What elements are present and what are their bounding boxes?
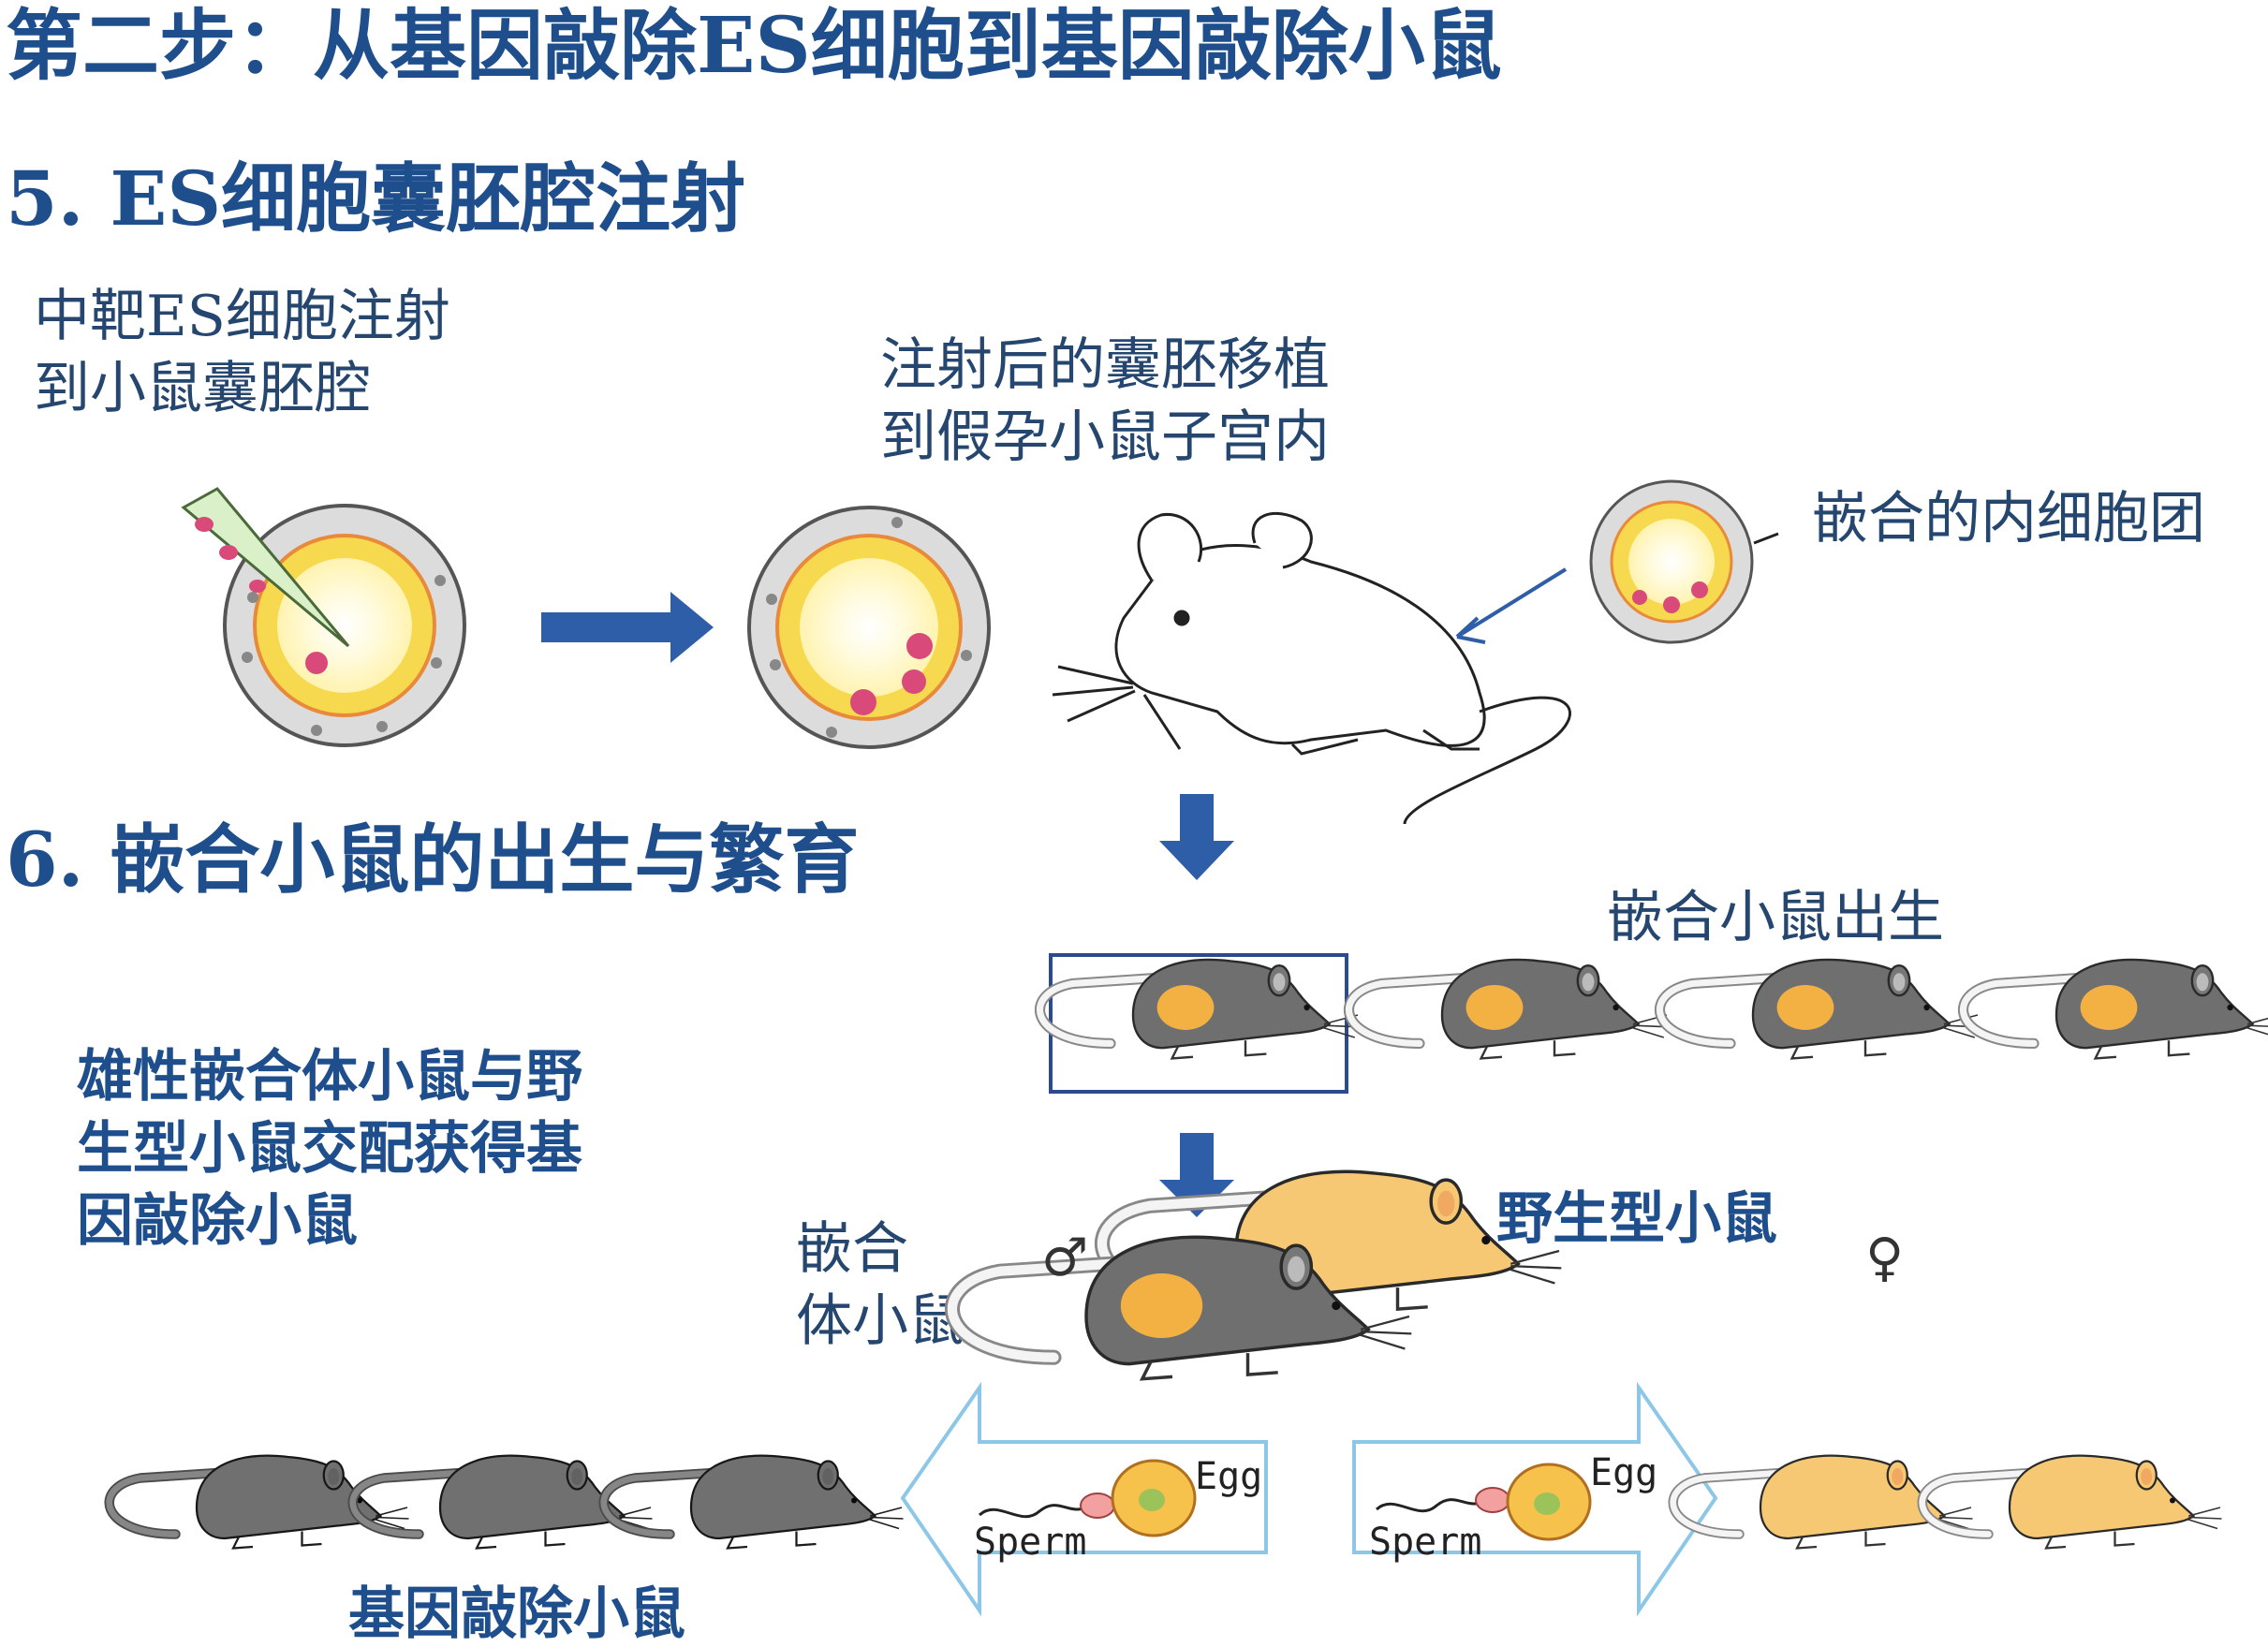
egg-label: Egg — [1590, 1451, 1657, 1494]
gray-mouse-icon — [1659, 960, 1979, 1058]
inject-label-line2: 到小鼠囊胚腔 — [34, 355, 371, 421]
sperm-label: Sperm — [1369, 1521, 1481, 1564]
knockout-label: 基因敲除小鼠 — [348, 1581, 685, 1647]
icm-label: 嵌合的内细胞团 — [1812, 486, 2205, 551]
chimera-label-line1: 嵌合 — [796, 1216, 908, 1282]
step5-heading: 5. ES细胞囊胚腔注射 — [6, 154, 746, 243]
male-symbol: ♂ — [1041, 1228, 1088, 1288]
sperm-icon — [978, 1493, 1115, 1519]
yellow-mouse-icon — [1922, 1456, 2222, 1549]
inject-label: 中靶ES细胞注射 到小鼠囊胚腔 — [34, 281, 450, 425]
transplant-label-line1: 注射后的囊胚移植 — [880, 332, 1330, 398]
mating-note-line3: 因敲除小鼠 — [77, 1187, 358, 1254]
inject-label-line1: 中靶ES细胞注射 — [34, 284, 450, 349]
born-label: 嵌合小鼠出生 — [1607, 885, 1944, 950]
chimera-label: 嵌合 体小鼠 — [796, 1213, 965, 1358]
egg-label: Egg — [1195, 1455, 1262, 1498]
right-arrow-icon — [541, 592, 714, 663]
chimera-label-line2: 体小鼠 — [796, 1287, 965, 1354]
blastocyst-icon — [223, 504, 466, 747]
blastocyst-icon — [747, 506, 991, 749]
gray-mouse-icon — [1039, 960, 1359, 1058]
step6-heading: 6. 嵌合小鼠的出生与繁育 — [6, 816, 860, 904]
yellow-mouse-icon — [1673, 1456, 1973, 1549]
female-symbol: ♀ — [1865, 1228, 1904, 1288]
page-title: 第二步：从基因敲除ES细胞到基因敲除小鼠 — [6, 1, 1502, 91]
micropipette-icon — [181, 487, 350, 648]
blastocyst-icon — [1589, 479, 1779, 644]
transplant-label: 注射后的囊胚移植 到假孕小鼠子宫内 — [880, 330, 1330, 474]
mating-note-line1: 雄性嵌合体小鼠与野 — [77, 1044, 582, 1110]
knockout-mouse-icon — [604, 1456, 904, 1549]
right-outline-arrow-icon — [1352, 1381, 1718, 1617]
mating-note: 雄性嵌合体小鼠与野 生型小鼠交配获得基 因敲除小鼠 — [77, 1041, 582, 1257]
white-mouse-icon — [1052, 511, 1571, 825]
sperm-label: Sperm — [974, 1521, 1086, 1564]
knockout-mouse-icon — [110, 1456, 409, 1549]
gray-mouse-icon — [1963, 960, 2268, 1058]
down-arrow-icon — [1159, 794, 1234, 880]
gray-mouse-icon — [1348, 960, 1668, 1058]
left-outline-arrow-icon — [900, 1381, 1268, 1617]
egg-icon — [1506, 1463, 1592, 1541]
wildtype-label: 野生型小鼠 — [1496, 1186, 1777, 1252]
mating-note-line2: 生型小鼠交配获得基 — [77, 1115, 582, 1182]
egg-icon — [1111, 1459, 1197, 1537]
sperm-icon — [1375, 1487, 1510, 1513]
transplant-label-line2: 到假孕小鼠子宫内 — [880, 404, 1330, 470]
